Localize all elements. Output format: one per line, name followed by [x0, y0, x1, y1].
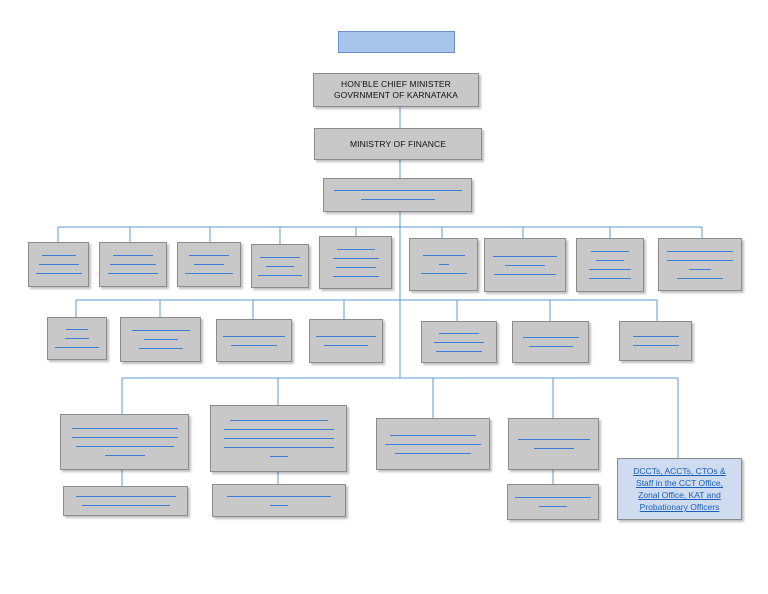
- staff-offices-link-line-1[interactable]: DCCTs, ACCTs, CTOs &: [633, 466, 726, 476]
- org-box: [99, 242, 167, 287]
- org-box: [251, 244, 309, 288]
- org-box: [421, 321, 497, 363]
- org-box: [177, 242, 241, 287]
- org-box: [120, 317, 201, 362]
- org-box: [210, 405, 347, 472]
- chief-minister-box: HON’BLE CHIEF MINISTER GOVRNMENT OF KARN…: [313, 73, 479, 107]
- org-box: [309, 319, 383, 363]
- staff-offices-link-line-3[interactable]: Zonal Office, KAT and: [638, 490, 721, 500]
- ministry-title: MINISTRY OF FINANCE: [349, 138, 447, 149]
- staff-offices-link-line-2[interactable]: Staff in the CCT Office,: [636, 478, 723, 488]
- org-box: [576, 238, 644, 292]
- org-box: [484, 238, 566, 292]
- org-box: [212, 484, 346, 517]
- org-box: [619, 321, 692, 361]
- org-box: [658, 238, 742, 291]
- org-box: [28, 242, 89, 287]
- org-box: [63, 486, 188, 516]
- government-title: GOVRNMENT OF KARNATAKA: [333, 90, 459, 100]
- org-box: [376, 418, 490, 470]
- org-box: [507, 484, 599, 520]
- department-head-box: [323, 178, 472, 212]
- org-box: [216, 319, 292, 362]
- org-root-box: [338, 31, 455, 53]
- org-box: [60, 414, 189, 470]
- org-box: [508, 418, 599, 470]
- org-box: [409, 238, 478, 291]
- chief-minister-title: HON’BLE CHIEF MINISTER: [341, 79, 451, 89]
- staff-offices-link-line-4[interactable]: Probationary Officers: [639, 502, 720, 512]
- ministry-of-finance-box: MINISTRY OF FINANCE: [314, 128, 482, 160]
- org-box: [47, 317, 107, 360]
- staff-offices-box: DCCTs, ACCTs, CTOs & Staff in the CCT Of…: [617, 458, 742, 520]
- org-box: [319, 236, 392, 289]
- org-box: [512, 321, 589, 363]
